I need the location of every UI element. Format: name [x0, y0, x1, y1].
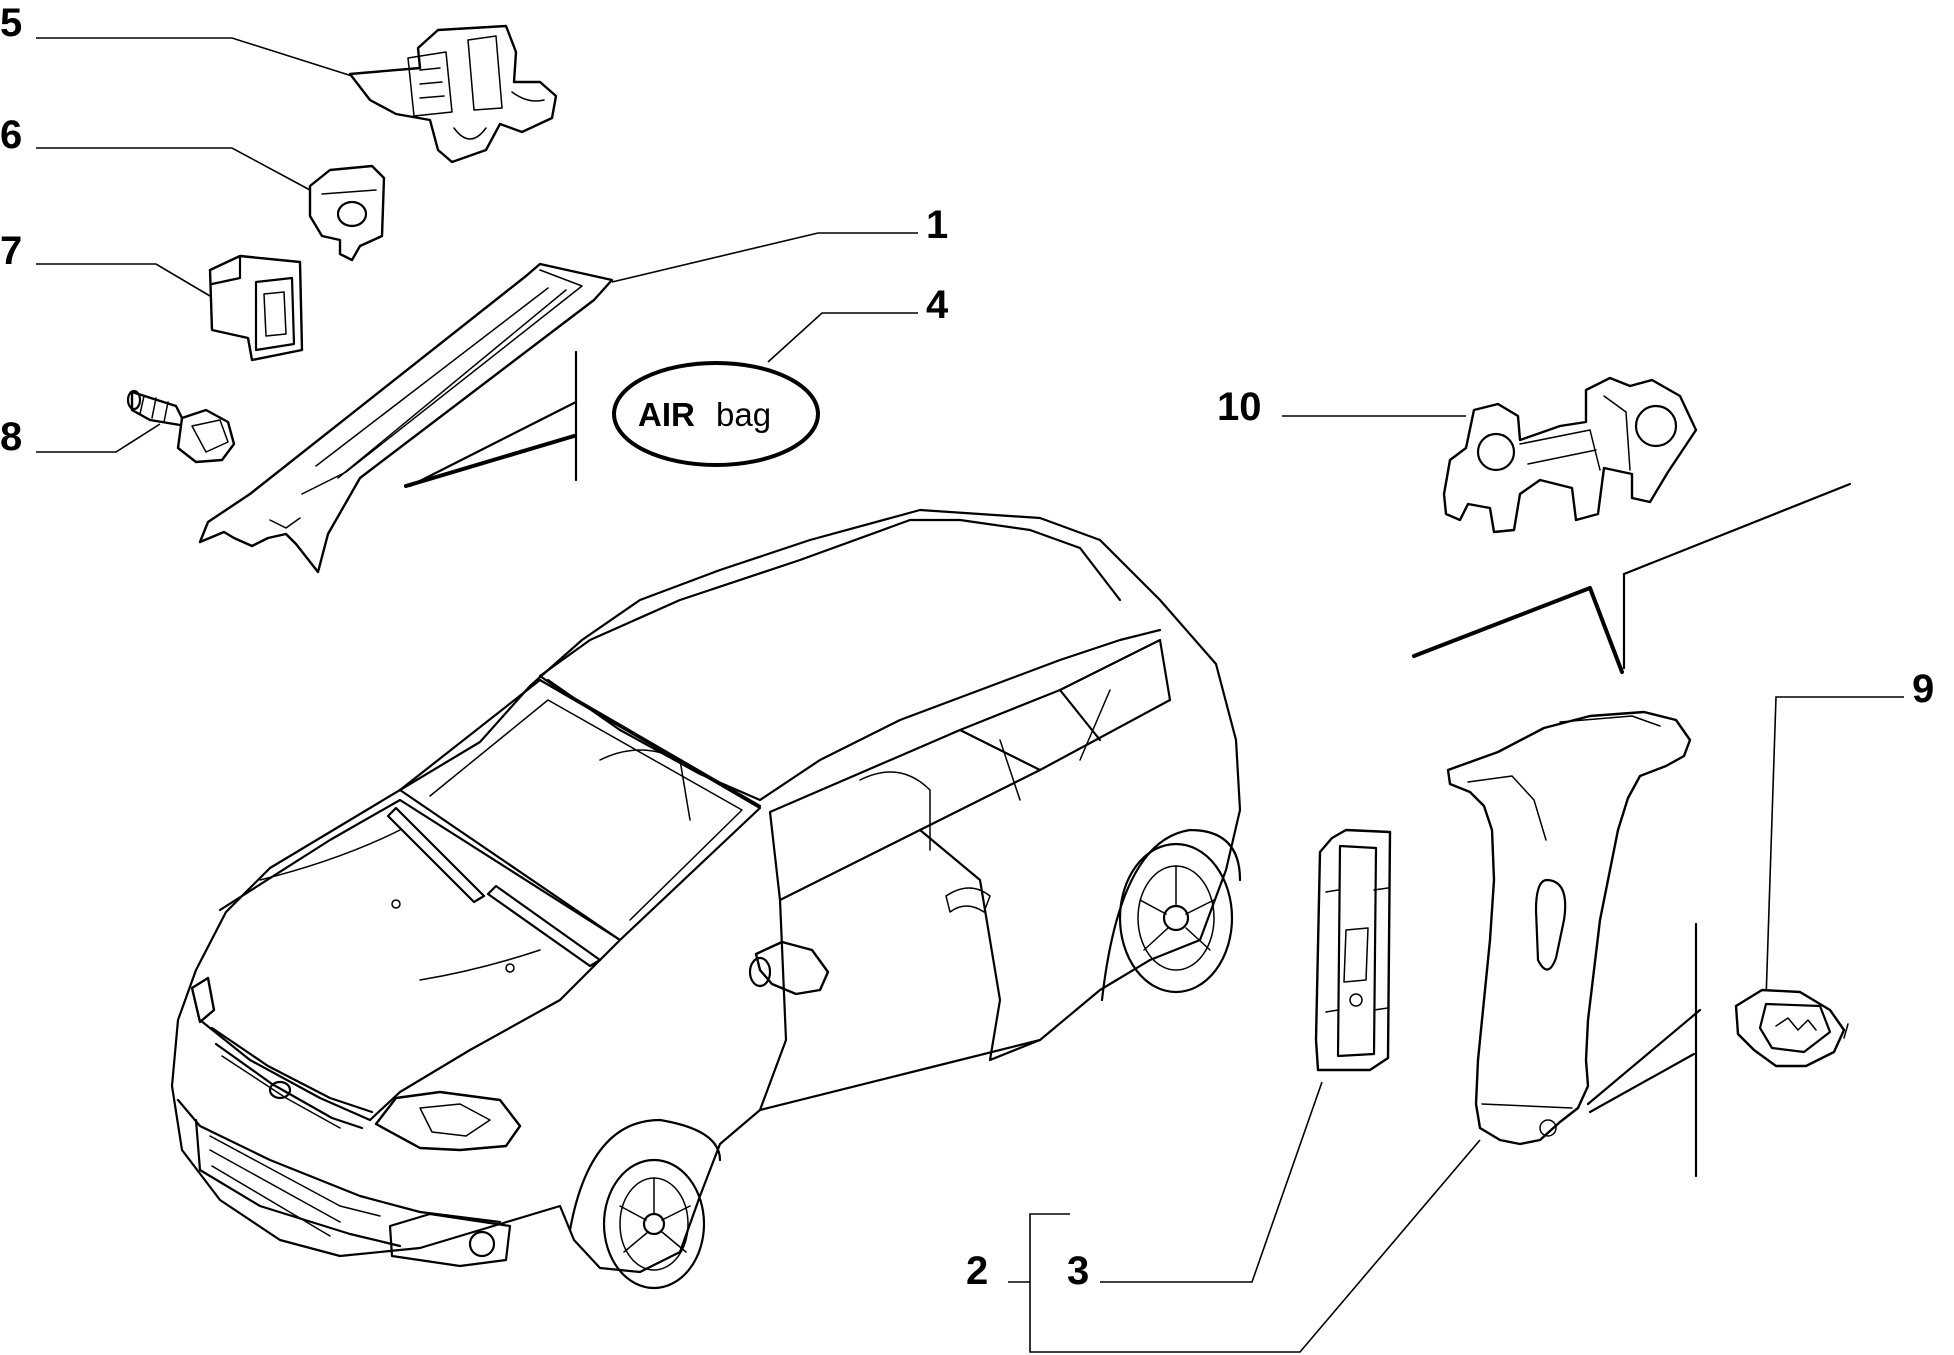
- callout-labels: 5 6 7 8 1 4 10 9 2 3: [0, 1, 1934, 1293]
- leader-5: [36, 37, 353, 77]
- part-2-b-pillar-trim: [1446, 710, 1692, 1146]
- car-illustration: [170, 508, 1242, 1290]
- callout-6: 6: [0, 113, 22, 157]
- leader-8: [36, 423, 161, 453]
- leader-9: [1765, 696, 1904, 1001]
- leader-3: [1100, 1081, 1323, 1283]
- part-5-wire-clip: [348, 24, 558, 164]
- callout-10: 10: [1217, 385, 1262, 429]
- leader-4: [767, 312, 918, 363]
- callout-5: 5: [0, 1, 22, 45]
- part-4-airbag-badge: AIR bag: [612, 361, 820, 467]
- callout-7: 7: [0, 229, 22, 273]
- part-6-clip-nut: [308, 164, 386, 262]
- part-8-bolt: [126, 389, 236, 464]
- part-9-grommet-clip: [1734, 988, 1849, 1068]
- leader-lines: [36, 37, 1904, 1353]
- callout-2: 2: [966, 1249, 988, 1293]
- leader-2-bracket: [1029, 1139, 1481, 1353]
- part-7-retainer: [208, 254, 304, 362]
- airbag-badge-bold-text: AIR: [638, 396, 695, 433]
- callout-9: 9: [1912, 667, 1934, 711]
- separator-mark-bottom-right: [1586, 922, 1702, 1178]
- part-10-double-clip: [1442, 376, 1698, 534]
- separator-mark-left: [404, 350, 578, 488]
- part-3-clip-plate: [1314, 828, 1392, 1072]
- leader-7: [36, 263, 211, 297]
- part-1-a-pillar-trim: [198, 262, 614, 574]
- callout-8: 8: [0, 415, 22, 459]
- callout-4: 4: [926, 283, 949, 327]
- leader-1: [611, 232, 918, 283]
- leader-6: [36, 147, 311, 191]
- callout-1: 1: [926, 203, 948, 247]
- separator-mark-right: [1412, 482, 1852, 674]
- callout-3: 3: [1067, 1249, 1089, 1293]
- airbag-badge-regular-text: bag: [716, 396, 771, 433]
